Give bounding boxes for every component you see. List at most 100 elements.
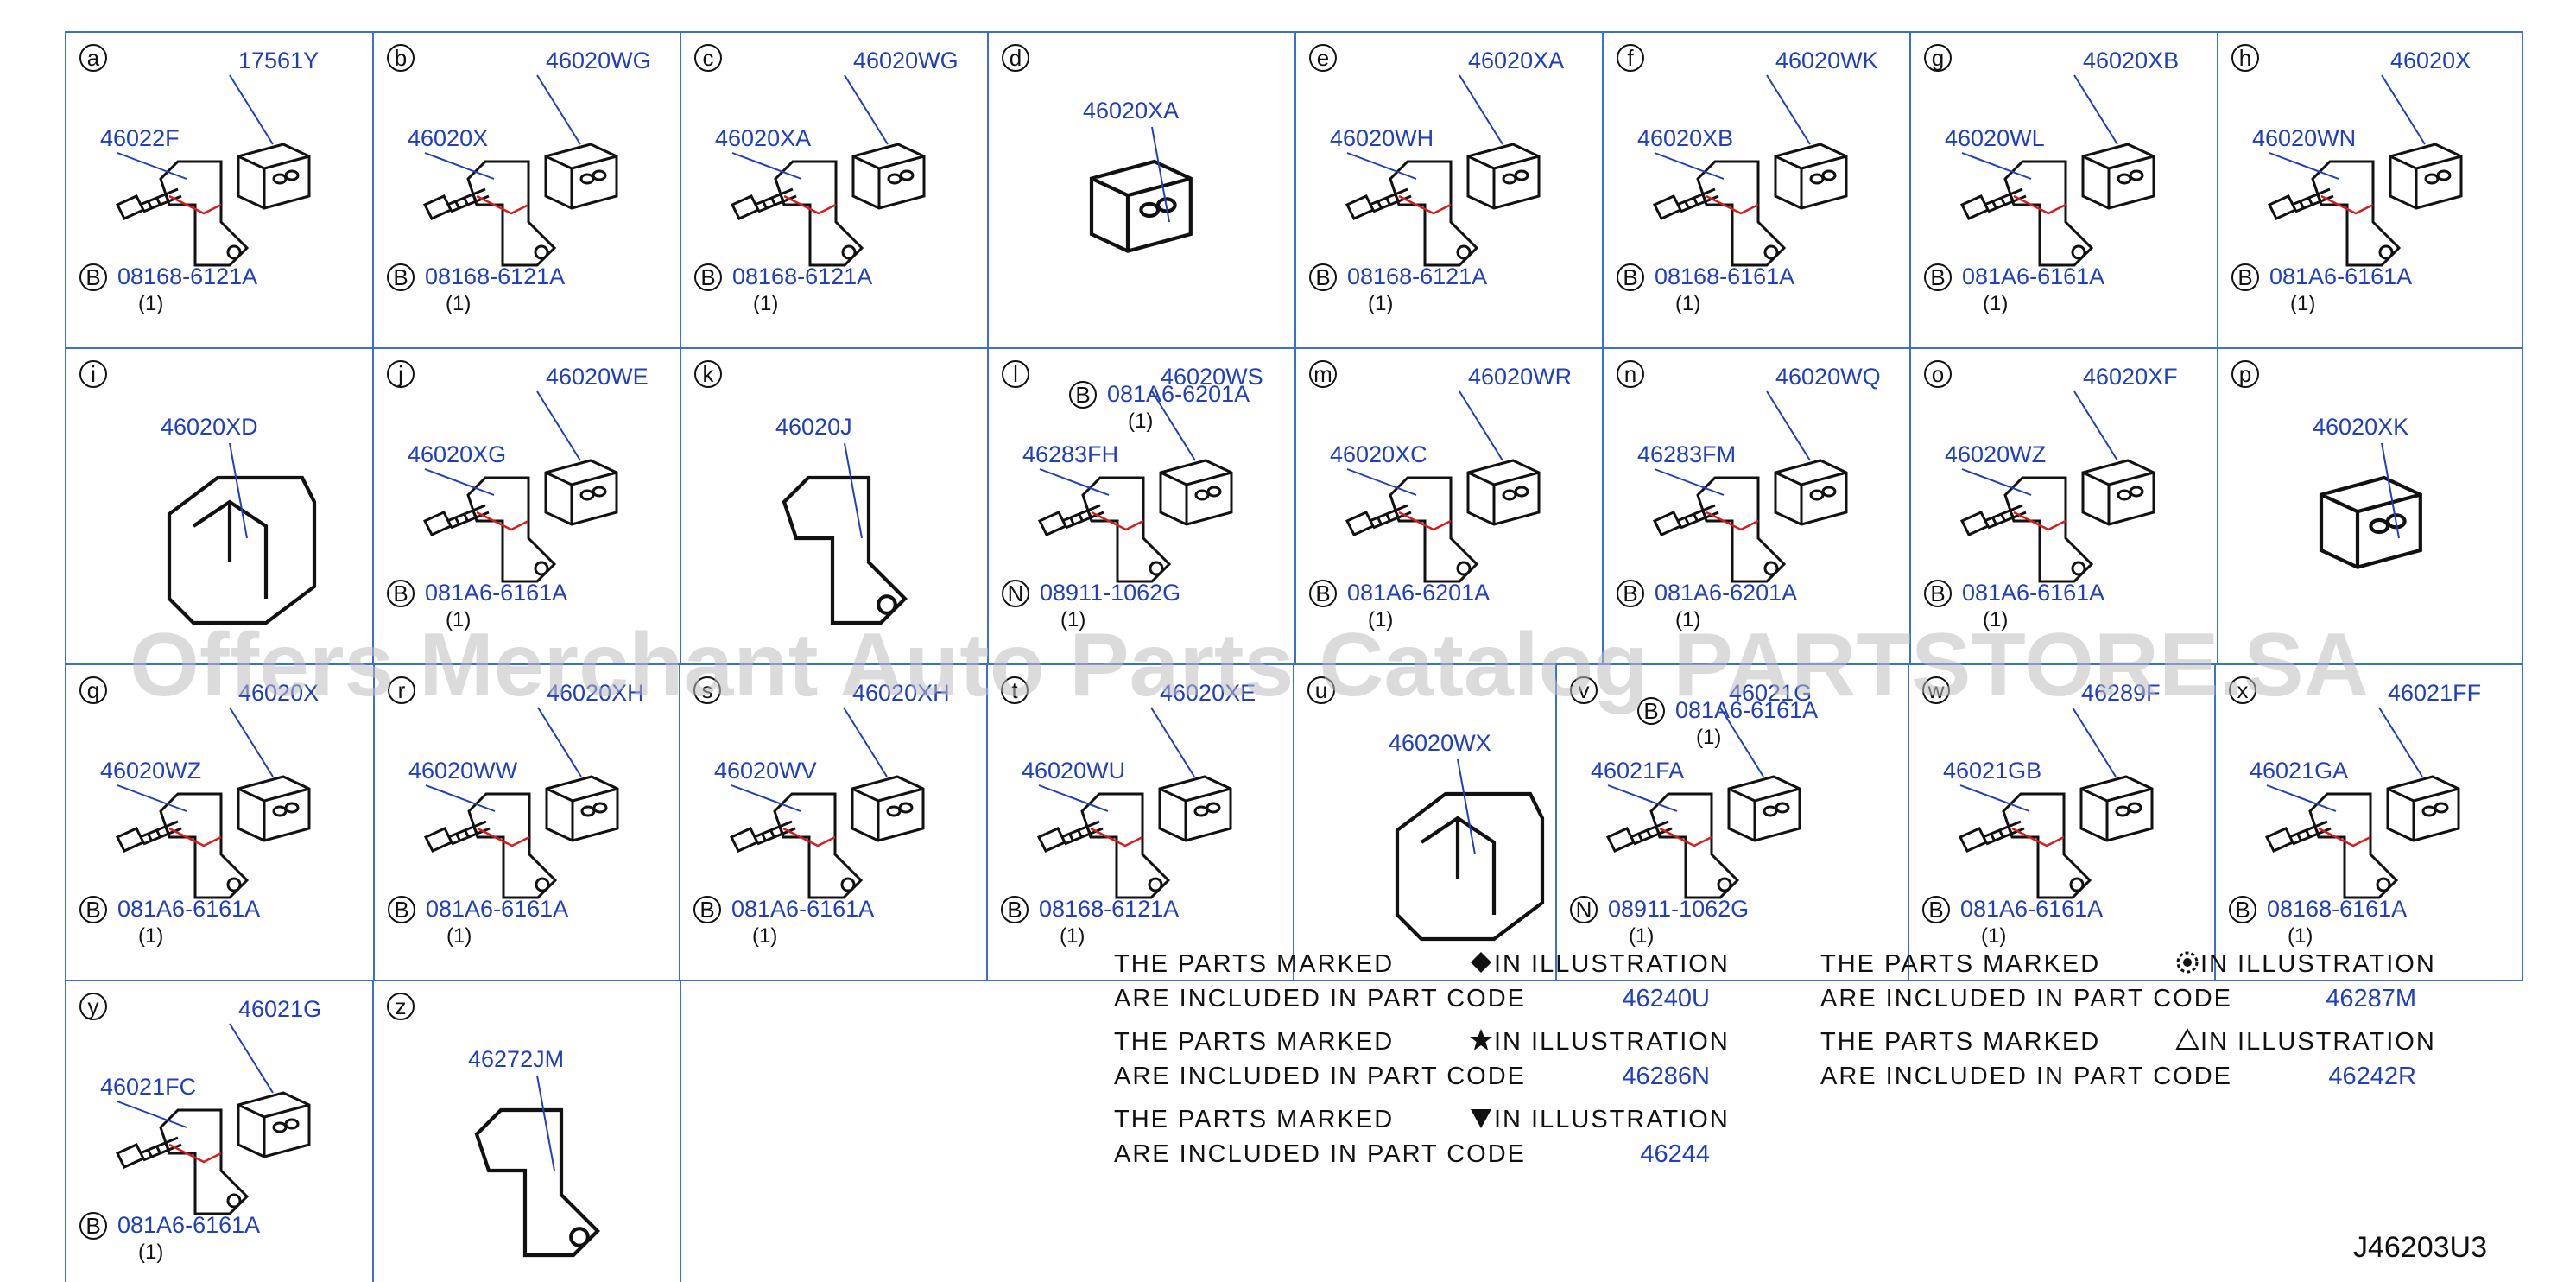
bolt-badge-circle — [2231, 263, 2259, 291]
part-number-label: 46020WK — [1775, 48, 1878, 73]
note-part-code: 46242R — [2328, 1063, 2416, 1090]
leader-line — [117, 1023, 274, 1128]
assembly-line — [2320, 194, 2374, 215]
bolt-badge-circle — [1001, 896, 1029, 923]
cell-letter: o — [1932, 361, 1944, 387]
cell-d: d 46020XA — [1002, 44, 1191, 251]
bolt-quantity: (1) — [1368, 608, 1393, 631]
part-number-label: 46020X — [408, 125, 488, 151]
bolt-quantity: (1) — [138, 924, 163, 948]
leader-line — [1457, 758, 1476, 855]
cell-letter: d — [1010, 45, 1022, 71]
part-number-label: 46020WZ — [100, 758, 201, 784]
diagram-code: J46203U3 — [2353, 1231, 2487, 1264]
leader-line — [2266, 707, 2423, 812]
bolt-quantity: (1) — [138, 1241, 163, 1264]
part-number-label: 46021GB — [1943, 758, 2041, 784]
part-number-label: 46020WG — [853, 48, 959, 73]
part-number-label: 46020XH — [852, 680, 950, 706]
cell-letter-circle — [1617, 44, 1644, 72]
leader-line — [117, 74, 274, 180]
bolt-badge-circle — [694, 263, 722, 291]
bolt-badge-circle — [1617, 580, 1644, 607]
cell-letter-circle — [79, 360, 107, 388]
nut-quantity: (1) — [1060, 608, 1085, 631]
bolt-badge: B — [1643, 698, 1658, 724]
bolt-quantity: (1) — [446, 924, 472, 948]
bolt-badge-circle — [1309, 580, 1337, 607]
note-line1-end: IN ILLUSTRATION — [2200, 1028, 2436, 1056]
cell-letter: k — [703, 361, 715, 387]
leader-line — [1038, 707, 1195, 812]
part-number-label: 46020XA — [1468, 48, 1564, 73]
part-illustration — [1727, 775, 1801, 842]
bolt-badge-circle — [1924, 580, 1952, 607]
bolt-quantity: (1) — [1060, 924, 1085, 948]
bolt-badge: B — [1928, 897, 1943, 923]
part-number-label: 17561Y — [238, 48, 319, 73]
part-illustration — [1774, 143, 1848, 210]
cell-letter-circle — [1617, 360, 1644, 388]
note-line1-end: IN ILLUSTRATION — [2200, 950, 2436, 978]
bolt-badge-circle — [79, 263, 107, 291]
bolt-quantity: (1) — [446, 608, 471, 631]
bolt-quantity: (1) — [1675, 292, 1700, 315]
bolt-badge: B — [1075, 382, 1090, 408]
part-illustration — [2321, 478, 2421, 568]
bolt-part-number: 081A6-6201A — [1347, 580, 1490, 606]
cell-letter: r — [398, 677, 406, 703]
part-number-label: 46289F — [2081, 680, 2161, 706]
part-number-label: 46020WW — [408, 758, 518, 784]
bolt-badge: B — [1623, 581, 1637, 606]
assembly-line — [1398, 511, 1452, 531]
bolt-badge: B — [2235, 897, 2250, 923]
nut-badge: N — [1008, 581, 1024, 606]
bolt-badge: B — [393, 264, 408, 290]
bolt-part-number: 081A6-6161A — [731, 896, 874, 922]
bolt-badge-circle — [1069, 381, 1097, 409]
assembly-line — [1659, 827, 1712, 847]
note-line1-start: THE PARTS MARKED — [1114, 1106, 1394, 1133]
cell-letter-circle — [1570, 676, 1598, 704]
part-number-label: 46021G — [238, 996, 321, 1022]
bolt-quantity: (1) — [446, 292, 471, 315]
cell-letter: u — [1315, 677, 1327, 703]
bolt-badge-circle — [387, 263, 415, 291]
bolt-badge: B — [1315, 581, 1330, 606]
part-number-label: 46020WQ — [1775, 364, 1881, 390]
bolt-badge: B — [85, 264, 100, 290]
nut-badge-circle — [1002, 580, 1029, 607]
bolt-badge-circle — [388, 896, 415, 923]
part-illustration — [1159, 459, 1233, 526]
bolt-quantity: (1) — [1983, 292, 2008, 315]
part-number-label: 46020XB — [2083, 48, 2179, 73]
bolt-part-number: 081A6-6161A — [117, 1212, 260, 1238]
part-illustration — [1466, 459, 1541, 526]
part-number-label: 46020X — [238, 680, 319, 706]
assembly-line — [476, 511, 529, 531]
note-line2: ARE INCLUDED IN PART CODE — [1114, 1063, 1526, 1090]
bolt-badge: B — [393, 581, 408, 606]
bolt-part-number: 081A6-6161A — [1675, 697, 1818, 723]
part-number-label: 46020WG — [546, 48, 651, 73]
part-illustration — [2389, 143, 2463, 210]
bolt-badge-circle — [79, 1212, 107, 1240]
leader-line — [2269, 74, 2426, 180]
part-number-label: 46020WU — [1022, 758, 1125, 784]
cell-letter: j — [397, 361, 403, 387]
bolt-badge: B — [1930, 581, 1945, 606]
leader-line — [731, 707, 888, 812]
part-number-label: 46020XA — [1083, 98, 1179, 124]
leader-line — [844, 442, 863, 539]
note-line2: ARE INCLUDED IN PART CODE — [1820, 1063, 2232, 1090]
